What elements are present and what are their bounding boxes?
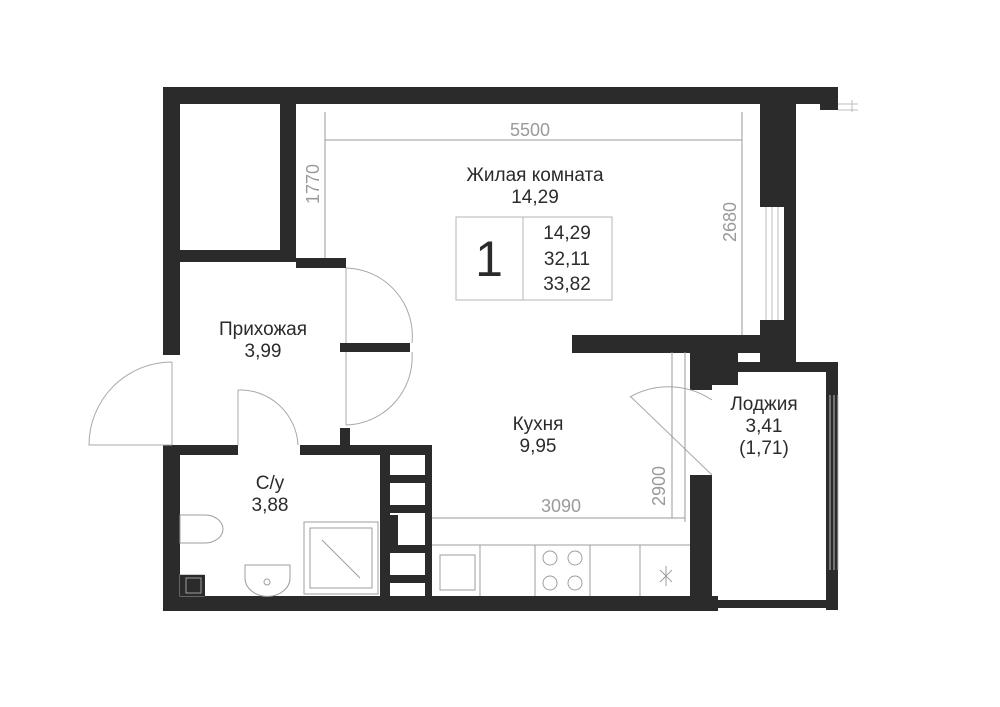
hallway-name: Прихожая [219, 319, 307, 340]
bathroom-fixtures [179, 514, 379, 597]
living-room-name: Жилая комната [466, 165, 604, 186]
dim-kitchen-width: 3090 [541, 496, 581, 516]
kitchen-name: Кухня [513, 414, 564, 435]
loggia-area: 3,41 [746, 416, 783, 437]
rooms-count: 1 [475, 231, 503, 287]
living-room-area: 14,29 [511, 187, 559, 208]
loggia-rails [838, 100, 858, 112]
dim-living-depth-left: 1770 [303, 164, 323, 204]
toilet-icon [179, 514, 224, 544]
loggia-window [829, 395, 839, 570]
apartment-info: 1 14,29 32,11 33,82 [455, 216, 613, 301]
kitchen-sink-icon [439, 554, 476, 591]
total-area-value: 32,11 [544, 249, 590, 270]
kitchen-fixtures [432, 544, 690, 596]
living-area-value: 14,29 [543, 223, 591, 244]
loggia-name: Лоджия [730, 394, 797, 415]
dim-living-depth-right: 2680 [720, 202, 740, 242]
dim-kitchen-depth: 2900 [649, 466, 669, 506]
dim-living-width: 5500 [510, 120, 550, 140]
shower-icon [303, 521, 379, 595]
fridge-icon [659, 566, 673, 586]
room-labels: Жилая комната 14,29 Прихожая 3,99 Кухня … [219, 165, 798, 516]
stove-icon [542, 550, 583, 591]
doors [88, 267, 713, 476]
living-window [765, 207, 779, 320]
sink-icon [244, 564, 291, 597]
dimension-lines [324, 112, 743, 522]
bathroom-area: 3,88 [252, 495, 289, 516]
bathroom-name: С/у [256, 473, 285, 494]
total-area-with-loggia-value: 33,82 [543, 274, 591, 295]
walls [163, 87, 838, 611]
storage-shelves [390, 475, 425, 583]
hallway-area: 3,99 [245, 341, 282, 362]
loggia-area-reduced: (1,71) [739, 438, 789, 459]
kitchen-area: 9,95 [520, 436, 557, 457]
